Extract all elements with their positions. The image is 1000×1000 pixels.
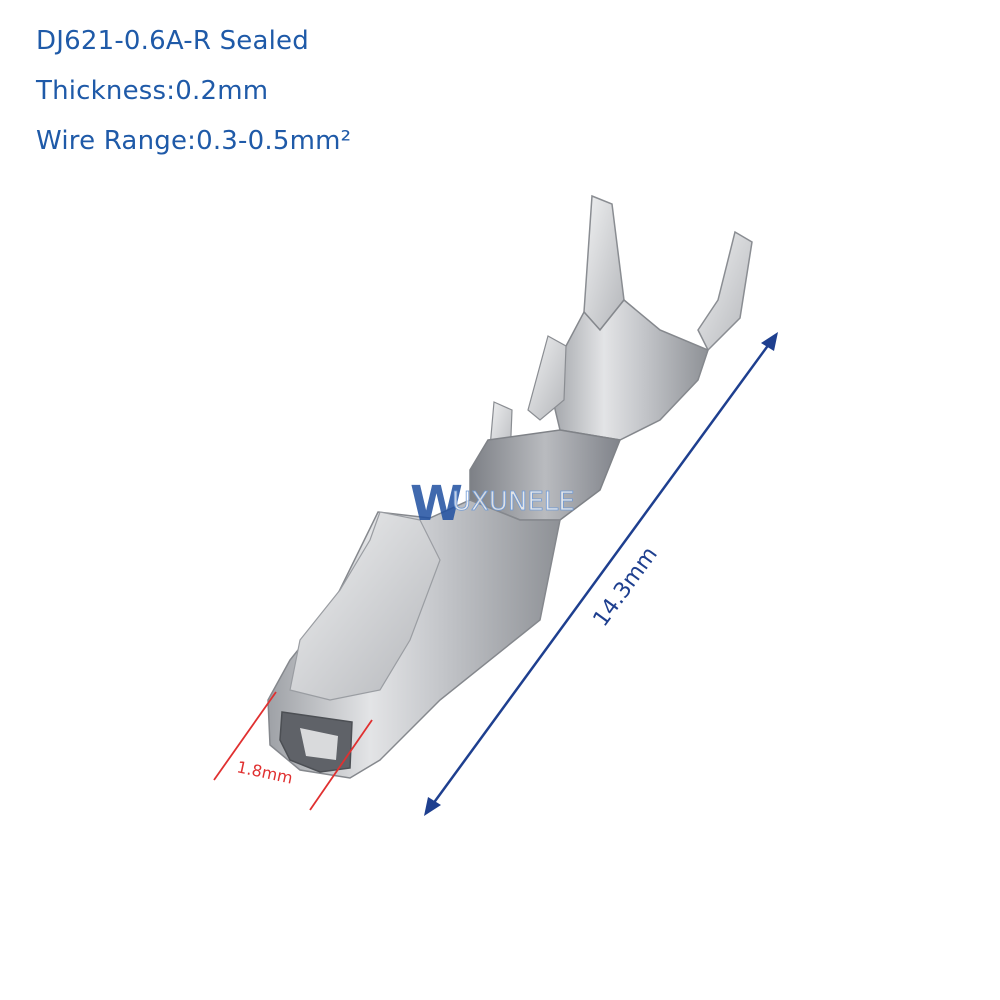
width-line-right <box>309 719 373 811</box>
width-line-left <box>213 691 277 781</box>
terminal-body <box>267 194 753 779</box>
thickness-spec: Thickness:0.2mm <box>36 76 269 106</box>
watermark-text: UXUNELE <box>452 487 575 517</box>
width-label: 1.8mm <box>235 757 294 787</box>
front-opening-inner <box>300 728 338 760</box>
wire-barrel <box>547 298 709 441</box>
model-title: DJ621-0.6A-R Sealed <box>36 26 309 56</box>
crimp-wing-right <box>697 230 753 352</box>
length-arrow-head-end <box>761 332 778 351</box>
contact-spring <box>289 511 441 701</box>
wire-range-spec: Wire Range:0.3-0.5mm² <box>36 126 352 156</box>
insulation-tab <box>527 335 567 421</box>
length-arrow-head-start <box>424 797 441 816</box>
contact-box <box>267 499 561 779</box>
watermark-letter: W <box>410 476 463 532</box>
length-arrow-line <box>428 339 774 809</box>
length-label: 14.3mm <box>589 543 663 632</box>
